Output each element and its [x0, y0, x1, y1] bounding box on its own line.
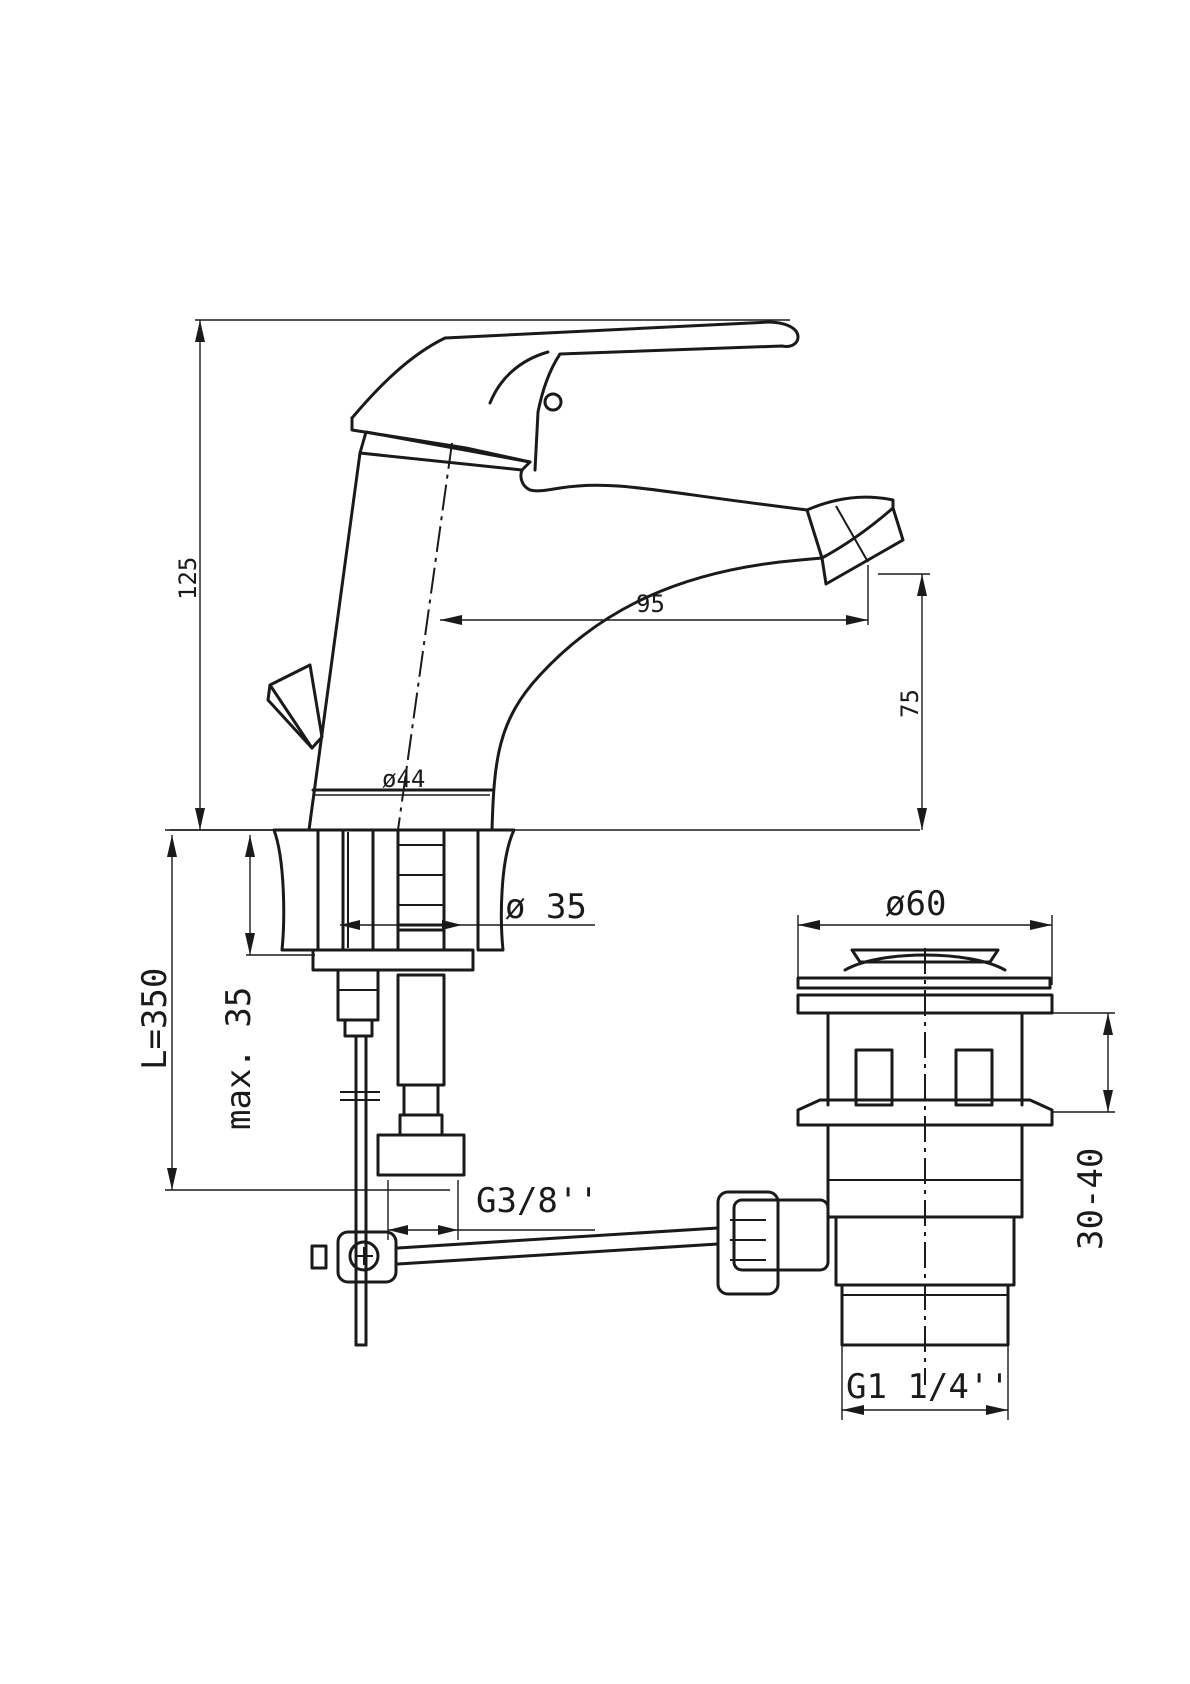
dim-plug-diameter: ø60: [885, 884, 946, 924]
dim-max-thickness: max. 35: [219, 987, 259, 1130]
dim-height-75: 75: [896, 689, 924, 718]
dim-hose-thread: G3/8'': [476, 1181, 599, 1221]
dim-drain-thread: G1 1/4'': [846, 1367, 1010, 1407]
dimension-arrows: [167, 320, 1113, 1415]
dim-reach-95: 95: [636, 590, 665, 618]
dim-plug-range: 30-40: [1071, 1148, 1111, 1250]
dim-hole-diameter: ø 35: [505, 887, 587, 927]
faucet-centerline: [397, 442, 453, 831]
dimension-lines: [165, 319, 1115, 1420]
dim-hose-length: L=350: [135, 968, 175, 1070]
dim-base-diameter: ø44: [382, 765, 425, 793]
drain-plug: [716, 948, 1054, 1347]
mount-assembly: [272, 828, 720, 1347]
faucet-body: [266, 320, 905, 832]
dim-height-125: 125: [174, 557, 202, 600]
